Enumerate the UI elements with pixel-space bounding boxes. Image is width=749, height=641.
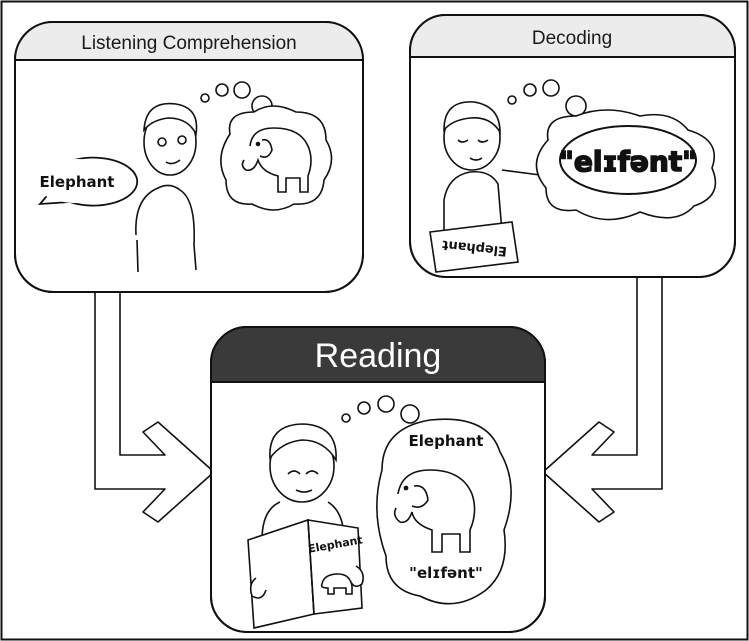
speech-bubble-word: Elephant bbox=[40, 173, 115, 191]
book-illustration: Elephant bbox=[247, 518, 364, 629]
panel-title-reading: Reading bbox=[315, 337, 442, 375]
panel-listening: Listening Comprehension Elephant bbox=[14, 21, 364, 293]
decoding-boy-illustration bbox=[443, 101, 549, 233]
reading-boy-illustration bbox=[261, 423, 345, 541]
word-card: Elephant bbox=[429, 221, 519, 273]
reading-elephant-icon bbox=[393, 469, 476, 553]
thought-bubble-reading: Elephant "elɪfənt" bbox=[341, 395, 512, 605]
arrow-right bbox=[542, 277, 663, 523]
phonetic-text-decoding: "elɪfənt" bbox=[559, 145, 697, 178]
book-elephant-icon bbox=[320, 573, 353, 595]
arrow-left bbox=[94, 292, 215, 523]
panel-reading: Reading Elephant E bbox=[210, 326, 546, 633]
elephant-icon bbox=[241, 127, 312, 193]
reading-thought-sound: "elɪfənt" bbox=[409, 564, 483, 582]
thought-bubble-elephant bbox=[200, 81, 333, 211]
panel-title-listening: Listening Comprehension bbox=[81, 33, 296, 54]
speech-bubble: Elephant bbox=[34, 156, 139, 207]
thought-bubble-decoding: "elɪfənt" bbox=[507, 79, 717, 221]
word-card-text: Elephant bbox=[442, 237, 508, 259]
panel-decoding: Decoding Elephant "elɪfənt" bbox=[409, 14, 736, 278]
panel-title-decoding: Decoding bbox=[532, 28, 612, 49]
reading-thought-word: Elephant bbox=[409, 432, 484, 450]
listening-boy-illustration bbox=[135, 102, 198, 273]
